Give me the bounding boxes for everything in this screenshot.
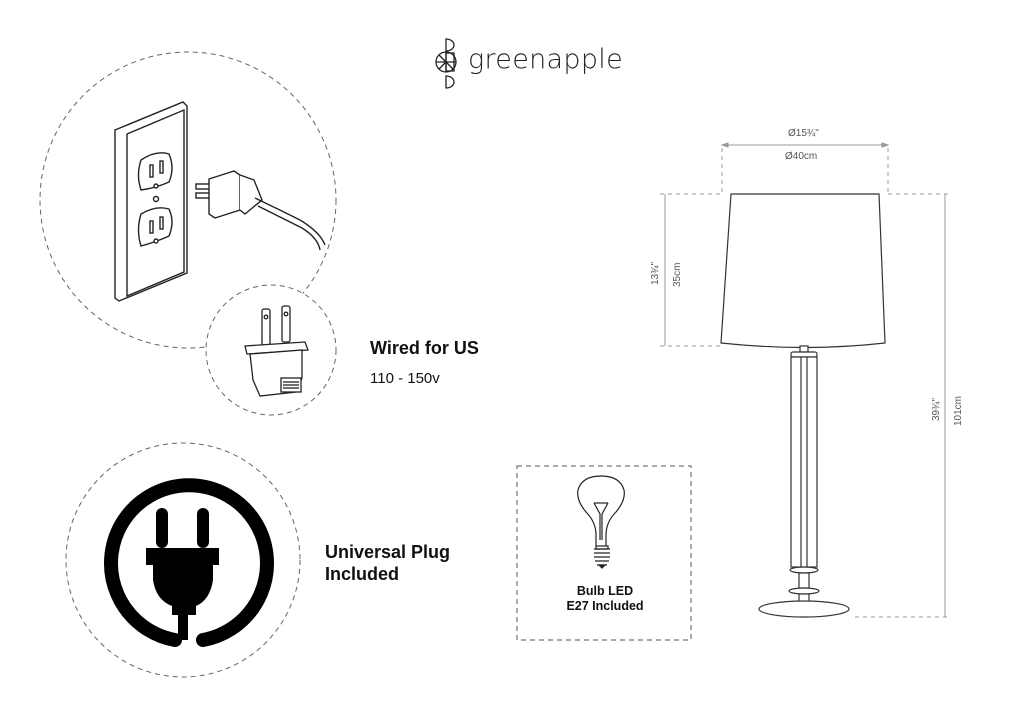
shade-diameter-cm: Ø40cm	[785, 151, 818, 162]
universal-plug-line2: Included	[325, 564, 400, 584]
universal-plug-label: Universal Plug Included	[325, 541, 450, 585]
wall-outlet-icon	[114, 101, 188, 302]
plug-with-cable-icon	[195, 170, 326, 251]
total-height-cm: 101cm	[953, 395, 964, 426]
table-lamp-illustration	[720, 193, 886, 618]
brand-name: greenapple	[468, 44, 623, 75]
total-height-inches: 39¾"	[931, 397, 942, 421]
light-bulb-icon	[577, 475, 625, 569]
shade-height-inches: 13¾"	[650, 261, 661, 285]
universal-plug-frame	[65, 442, 301, 678]
us-plug-icon	[244, 305, 309, 397]
wired-title: Wired for US	[370, 338, 479, 358]
lamp-stem	[790, 356, 818, 568]
lamp-base	[758, 600, 850, 618]
bulb-label-line2: E27 Included	[566, 599, 644, 613]
shade-height-cm: 35cm	[672, 262, 683, 287]
bulb-label: Bulb LED E27 Included	[518, 584, 692, 614]
voltage-label: 110 - 150v	[370, 370, 440, 387]
greenapple-logo-icon	[435, 38, 457, 89]
power-plug-icon	[104, 478, 274, 647]
shade-diameter-inches: Ø15¾"	[788, 128, 819, 139]
bulb-label-line1: Bulb LED	[576, 584, 634, 598]
lamp-shade	[720, 193, 886, 349]
bulb-frame	[516, 465, 692, 641]
dimension-lines	[660, 142, 950, 618]
outlet-illustration-frame	[39, 51, 337, 349]
universal-plug-line1: Universal Plug	[325, 542, 451, 562]
